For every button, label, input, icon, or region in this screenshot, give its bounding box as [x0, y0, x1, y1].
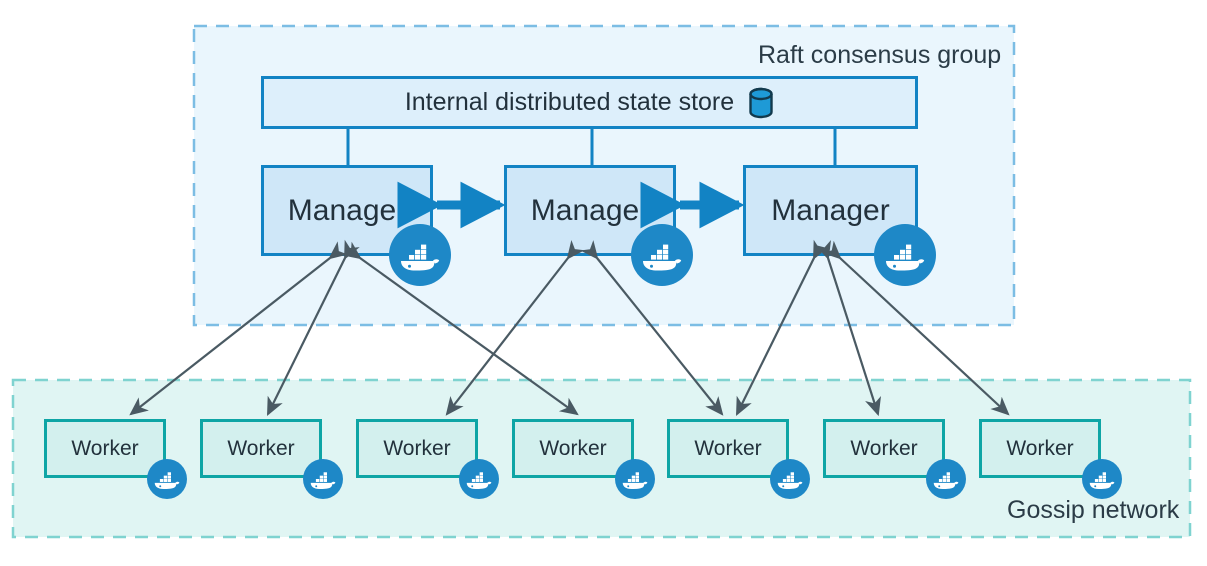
docker-whale-icon: [389, 224, 451, 291]
database-cylinder-icon: [749, 87, 773, 118]
link-manager3-worker7: [822, 240, 1010, 416]
worker-node-3: Worker: [356, 419, 478, 478]
docker-whale-icon: [147, 459, 187, 504]
docker-whale-icon: [303, 459, 343, 504]
state-store-label: Internal distributed state store: [404, 88, 735, 116]
docker-whale-icon: [770, 459, 810, 504]
link-manager1-worker2: [267, 239, 360, 416]
worker-label: Worker: [694, 436, 762, 460]
raft-consensus-group-label: Raft consensus group: [758, 41, 1002, 69]
link-manager2-worker3: [445, 240, 585, 416]
docker-whale-icon: [874, 224, 936, 291]
worker-label: Worker: [539, 436, 607, 460]
worker-node-5: Worker: [667, 419, 789, 478]
worker-label: Worker: [71, 436, 139, 460]
worker-node-6: Worker: [823, 419, 945, 478]
store-to-manager-connectors: [346, 129, 837, 167]
worker-node-7: Worker: [979, 419, 1101, 478]
internal-state-store-box: Internal distributed state store: [261, 76, 918, 129]
link-manager3-worker6: [815, 239, 881, 417]
worker-label: Worker: [383, 436, 451, 460]
worker-label: Worker: [1006, 436, 1074, 460]
docker-whale-icon: [459, 459, 499, 504]
docker-whale-icon: [926, 459, 966, 504]
docker-whale-icon: [615, 459, 655, 504]
link-manager3-worker5: [736, 239, 829, 416]
docker-whale-icon: [1082, 459, 1122, 504]
gossip-network-label: Gossip network: [1007, 496, 1180, 524]
manager-label: Manager: [771, 193, 890, 227]
manager-label: Manager: [530, 193, 650, 227]
worker-node-2: Worker: [200, 419, 322, 478]
manager-label: Manager: [287, 193, 407, 227]
docker-whale-icon: [631, 224, 693, 291]
manager-worker-links: [129, 239, 1010, 417]
worker-node-1: Worker: [44, 419, 166, 478]
worker-label: Worker: [227, 436, 295, 460]
worker-node-4: Worker: [512, 419, 634, 478]
link-manager1-worker1: [129, 241, 348, 416]
link-manager2-worker5: [580, 240, 724, 416]
worker-label: Worker: [850, 436, 918, 460]
